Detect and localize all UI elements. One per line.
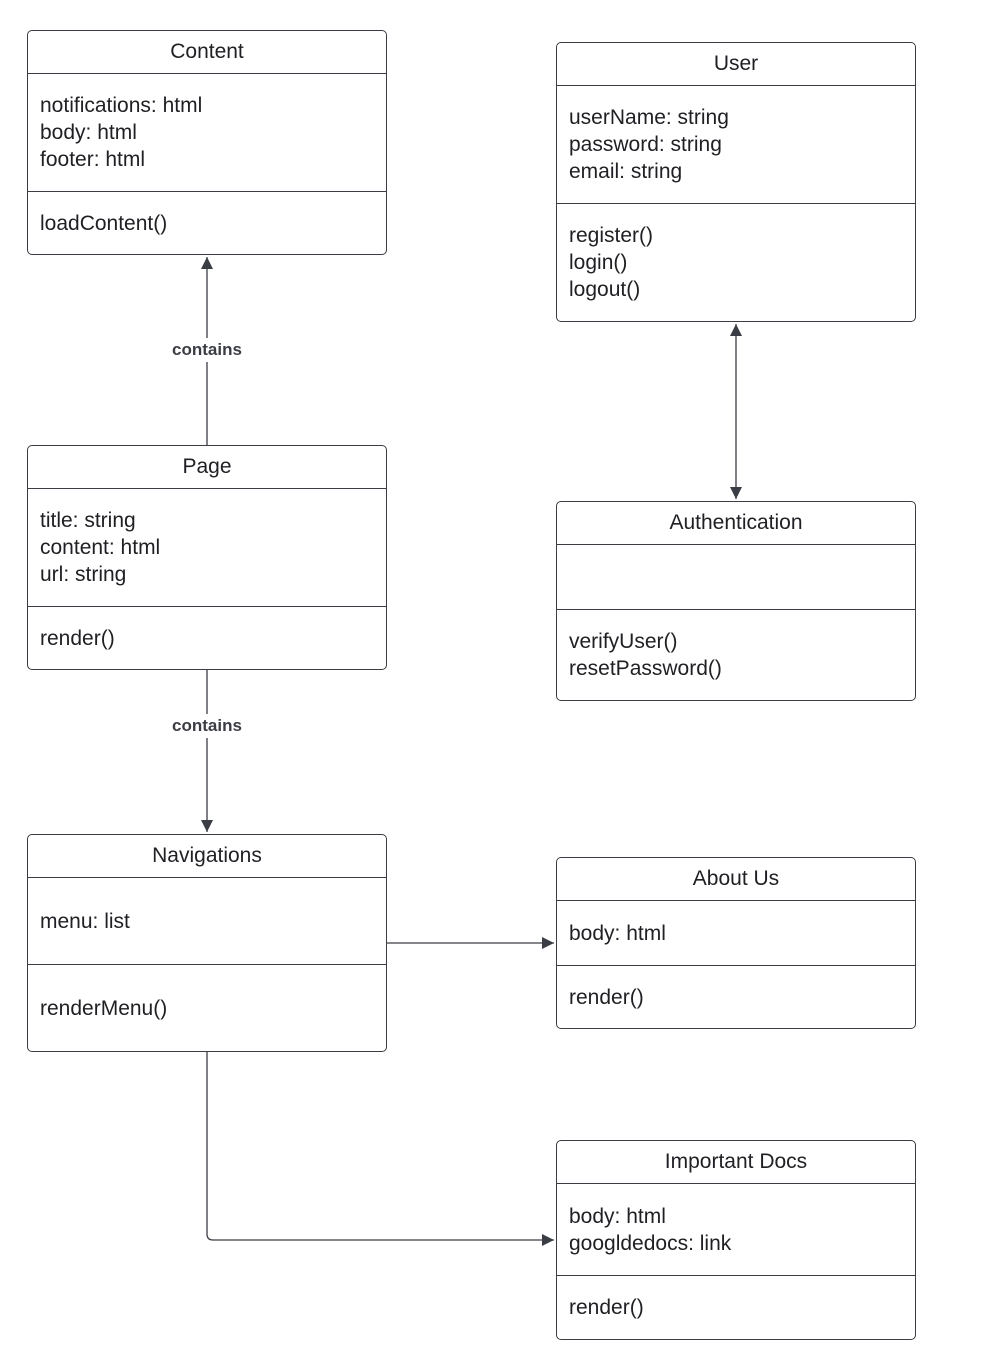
attribute: userName: string <box>569 106 729 129</box>
method: render() <box>40 626 115 650</box>
class-title: Authentication <box>557 502 915 545</box>
attribute: url: string <box>40 563 127 586</box>
attributes-section <box>557 545 915 610</box>
attribute: body: html <box>569 1204 666 1228</box>
edge-label-contains-navigations: contains <box>168 714 246 738</box>
methods-section: renderMenu() <box>28 965 386 1051</box>
attribute: footer: html <box>40 148 146 171</box>
method: render() <box>569 1296 644 1319</box>
methods-section: render() <box>557 966 915 1028</box>
class-content[interactable]: Content notifications: html body: html f… <box>27 30 387 255</box>
attributes-section: title: string content: html url: string <box>28 489 386 607</box>
class-page[interactable]: Page title: string content: html url: st… <box>27 445 387 670</box>
method: loadContent() <box>40 211 168 235</box>
attribute: googldedocs: link <box>569 1231 732 1255</box>
methods-section: register() login() logout() <box>557 204 915 321</box>
method: register() <box>569 224 654 247</box>
class-important-docs[interactable]: Important Docs body: html googldedocs: l… <box>556 1140 916 1340</box>
attributes-section: notifications: html body: html footer: h… <box>28 74 386 192</box>
attributes-section: menu: list <box>28 878 386 965</box>
class-title: Navigations <box>28 835 386 878</box>
attributes-section: body: html <box>557 901 915 966</box>
methods-section: loadContent() <box>28 192 386 254</box>
attributes-section: userName: string password: string email:… <box>557 86 915 204</box>
methods-section: render() <box>28 607 386 669</box>
method: login() <box>569 251 628 274</box>
method: logout() <box>569 278 641 301</box>
attribute: title: string <box>40 509 136 532</box>
edge-label-contains-content: contains <box>168 338 246 362</box>
class-title: Important Docs <box>557 1141 915 1184</box>
attribute: body: html <box>569 921 666 945</box>
class-title: Page <box>28 446 386 489</box>
class-title: About Us <box>557 858 915 901</box>
method: verifyUser() <box>569 630 678 653</box>
attributes-section: body: html googldedocs: link <box>557 1184 915 1276</box>
class-authentication[interactable]: Authentication verifyUser() resetPasswor… <box>556 501 916 701</box>
attribute: password: string <box>569 133 722 156</box>
method: renderMenu() <box>40 996 168 1020</box>
edge-navigations-important-docs <box>206 1052 554 1246</box>
attribute: body: html <box>40 121 137 144</box>
methods-section: render() <box>557 1276 915 1339</box>
class-title: User <box>557 43 915 86</box>
attribute: notifications: html <box>40 94 203 117</box>
class-about-us[interactable]: About Us body: html render() <box>556 857 916 1029</box>
attribute: content: html <box>40 536 161 559</box>
class-user[interactable]: User userName: string password: string e… <box>556 42 916 322</box>
attribute: email: string <box>569 160 683 183</box>
method: resetPassword() <box>569 657 722 680</box>
methods-section: verifyUser() resetPassword() <box>557 610 915 700</box>
method: render() <box>569 985 644 1009</box>
attribute: menu: list <box>40 909 130 933</box>
class-title: Content <box>28 31 386 74</box>
class-navigations[interactable]: Navigations menu: list renderMenu() <box>27 834 387 1052</box>
